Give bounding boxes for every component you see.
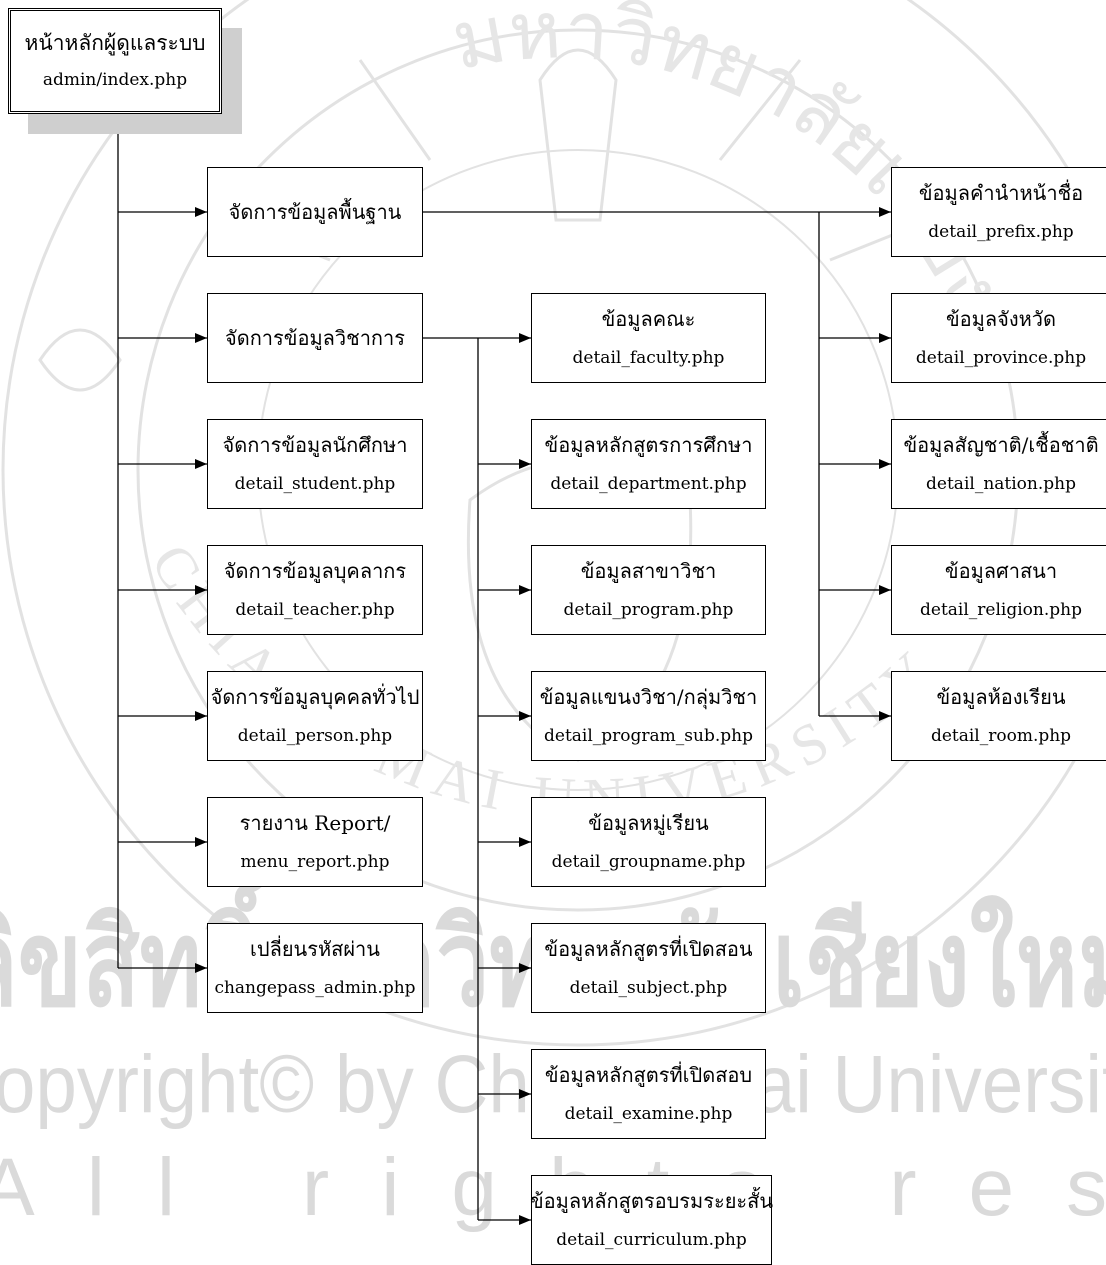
node-file: detail_department.php — [550, 474, 747, 494]
node-title: ข้อมูลหลักสูตรที่เปิดสอบ — [544, 1063, 753, 1087]
node-title: ข้อมูลหลักสูตรอบรมระยะสั้น — [529, 1189, 774, 1213]
node-file: detail_religion.php — [920, 600, 1082, 620]
node-title: ข้อมูลหลักสูตรการศึกษา — [544, 433, 753, 457]
node-report: รายงาน Report/ menu_report.php — [207, 797, 423, 887]
node-title: จัดการข้อมูลนักศึกษา — [222, 433, 408, 457]
node-title: รายงาน Report/ — [239, 811, 391, 835]
node-title: ข้อมูลสาขาวิชา — [580, 559, 717, 583]
node-prefix: ข้อมูลคำนำหน้าชื่อ detail_prefix.php — [891, 167, 1106, 257]
node-file: detail_province.php — [915, 348, 1087, 368]
node-groupname: ข้อมูลหมู่เรียน detail_groupname.php — [531, 797, 766, 887]
node-title: จัดการข้อมูลวิชาการ — [224, 326, 406, 350]
node-file: detail_room.php — [930, 726, 1072, 746]
node-file: detail_teacher.php — [235, 600, 395, 620]
node-file: detail_program_sub.php — [544, 726, 753, 746]
node-title: ข้อมูลจังหวัด — [945, 307, 1056, 331]
node-basic-data: จัดการข้อมูลพื้นฐาน — [207, 167, 423, 257]
node-religion: ข้อมูลศาสนา detail_religion.php — [891, 545, 1106, 635]
node-title: ข้อมูลห้องเรียน — [936, 685, 1066, 709]
node-file: detail_curriculum.php — [556, 1230, 747, 1250]
node-file: detail_examine.php — [564, 1104, 733, 1124]
root-file: admin/index.php — [42, 70, 188, 90]
node-room: ข้อมูลห้องเรียน detail_room.php — [891, 671, 1106, 761]
node-academic-data: จัดการข้อมูลวิชาการ — [207, 293, 423, 383]
node-faculty: ข้อมูลคณะ detail_faculty.php — [531, 293, 766, 383]
node-title: ข้อมูลคณะ — [601, 307, 696, 331]
node-title: ข้อมูลศาสนา — [944, 559, 1058, 583]
node-department: ข้อมูลหลักสูตรการศึกษา detail_department… — [531, 419, 766, 509]
node-title: จัดการข้อมูลบุคคลทั่วไป — [210, 685, 420, 709]
node-file: menu_report.php — [240, 852, 390, 872]
node-subject: ข้อมูลหลักสูตรที่เปิดสอน detail_subject.… — [531, 923, 766, 1013]
root-admin-index-box: หน้าหลักผู้ดูแลระบบ admin/index.php — [8, 8, 222, 114]
node-file: detail_subject.php — [569, 978, 728, 998]
node-file: detail_nation.php — [926, 474, 1076, 494]
node-province: ข้อมูลจังหวัด detail_province.php — [891, 293, 1106, 383]
node-file: detail_person.php — [237, 726, 393, 746]
node-student: จัดการข้อมูลนักศึกษา detail_student.php — [207, 419, 423, 509]
node-file: detail_student.php — [234, 474, 396, 494]
node-changepass: เปลี่ยนรหัสผ่าน changepass_admin.php — [207, 923, 423, 1013]
node-title: จัดการข้อมูลบุคลากร — [223, 559, 407, 583]
node-title: ข้อมูลหมู่เรียน — [588, 811, 709, 835]
node-file: detail_program.php — [563, 600, 734, 620]
node-title: ข้อมูลคำนำหน้าชื่อ — [918, 181, 1084, 205]
node-program: ข้อมูลสาขาวิชา detail_program.php — [531, 545, 766, 635]
node-person: จัดการข้อมูลบุคคลทั่วไป detail_person.ph… — [207, 671, 423, 761]
node-file: detail_prefix.php — [928, 222, 1074, 242]
node-program-sub: ข้อมูลแขนงวิชา/กลุ่มวิชา detail_program_… — [531, 671, 766, 761]
node-file: changepass_admin.php — [214, 978, 416, 998]
node-title: จัดการข้อมูลพื้นฐาน — [228, 200, 402, 224]
root-title: หน้าหลักผู้ดูแลระบบ — [24, 31, 206, 55]
node-title: ข้อมูลสัญชาติ/เชื้อชาติ — [903, 433, 1099, 457]
node-nation: ข้อมูลสัญชาติ/เชื้อชาติ detail_nation.ph… — [891, 419, 1106, 509]
node-title: ข้อมูลหลักสูตรที่เปิดสอน — [544, 937, 753, 961]
node-file: detail_faculty.php — [572, 348, 725, 368]
node-curriculum: ข้อมูลหลักสูตรอบรมระยะสั้น detail_curric… — [529, 1175, 774, 1265]
node-examine: ข้อมูลหลักสูตรที่เปิดสอบ detail_examine.… — [531, 1049, 766, 1139]
node-title: ข้อมูลแขนงวิชา/กลุ่มวิชา — [539, 685, 758, 709]
node-teacher: จัดการข้อมูลบุคลากร detail_teacher.php — [207, 545, 423, 635]
node-title: เปลี่ยนรหัสผ่าน — [250, 937, 380, 961]
node-file: detail_groupname.php — [551, 852, 746, 872]
